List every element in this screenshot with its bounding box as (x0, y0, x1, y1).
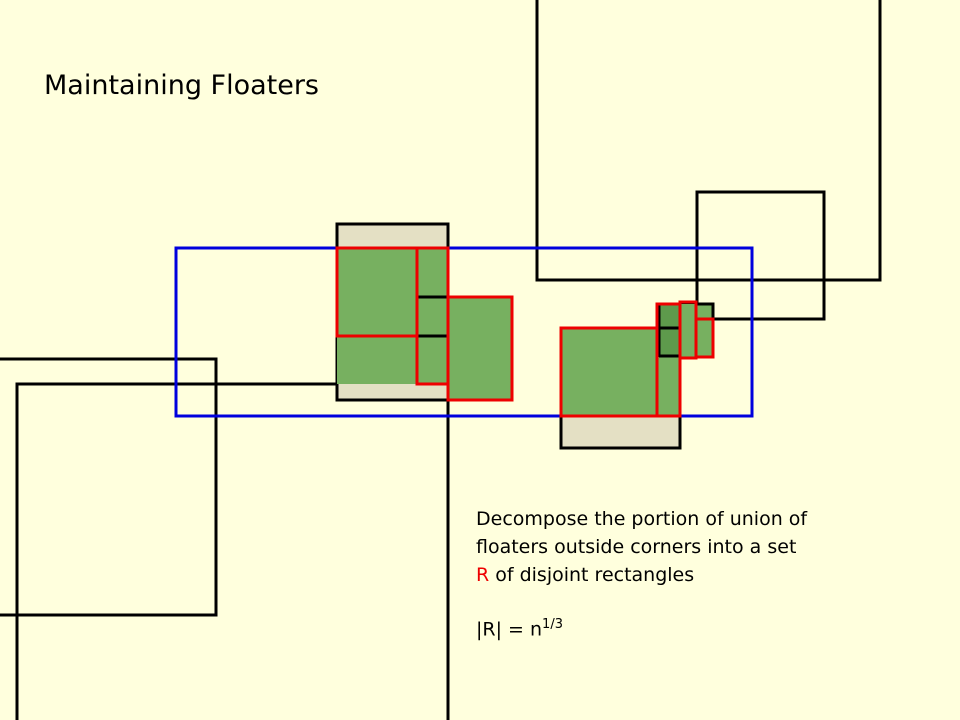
cell-right-middle (695, 190, 826, 321)
slide-title: Maintaining Floaters (44, 70, 319, 101)
floater-region-4-dark (657, 304, 680, 357)
size-formula: |R| = n1/3 (476, 617, 563, 640)
caption-line-3: R of disjoint rectangles (476, 561, 946, 589)
caption: Decompose the portion of union of floate… (476, 505, 946, 589)
query-rectangle (174, 246, 754, 418)
cell-top-right-large (535, 0, 882, 282)
floater-region-1 (337, 248, 448, 384)
rectangle-r-3 (446, 295, 514, 402)
r-symbol: R (476, 564, 490, 586)
caption-line-1: Decompose the portion of union of (476, 508, 808, 530)
caption-line-3-text: of disjoint rectangles (489, 564, 695, 586)
formula-base: |R| = n (476, 618, 543, 641)
caption-line-2: floaters outside corners into a set (476, 536, 797, 558)
cell-bottom-left-outer (0, 357, 218, 617)
floater-region-2 (448, 297, 512, 400)
formula-exponent: 1/3 (542, 617, 563, 632)
cell-bottom-left-inner (15, 382, 450, 720)
rectangle-r-7 (694, 317, 715, 359)
rectangle-r-5 (655, 302, 682, 418)
